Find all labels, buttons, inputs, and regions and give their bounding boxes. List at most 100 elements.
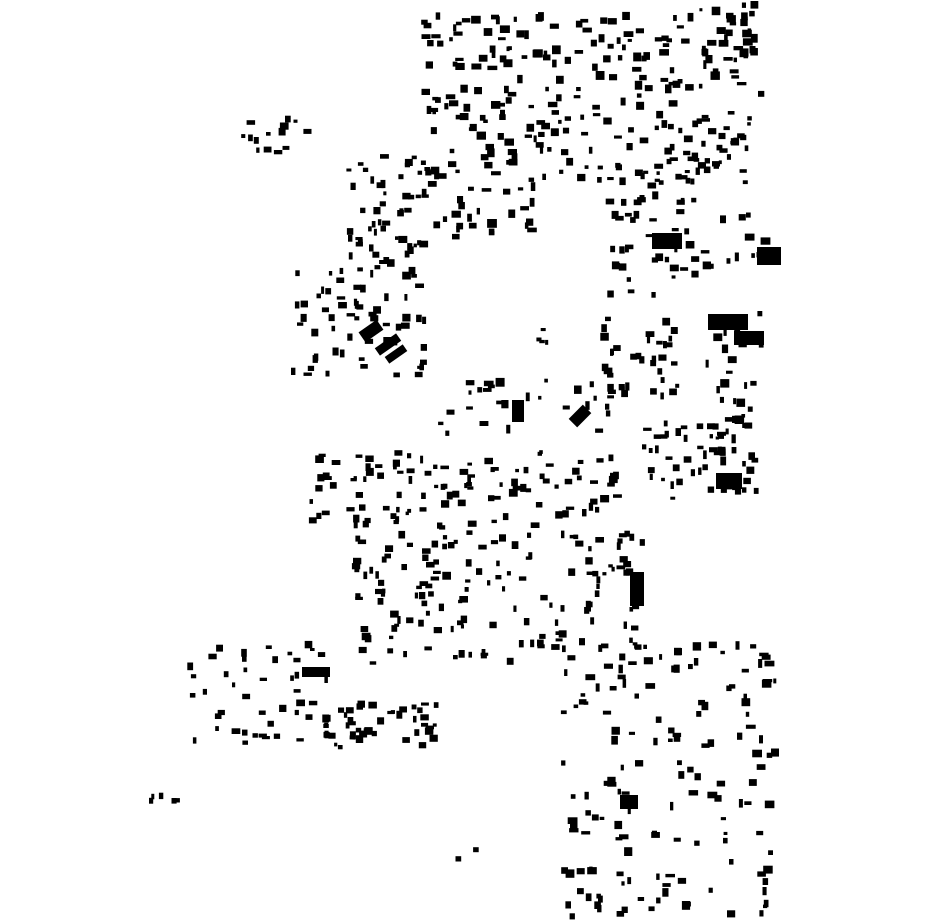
- building: [324, 730, 329, 739]
- building: [741, 12, 748, 21]
- building: [507, 149, 517, 156]
- building: [349, 731, 356, 739]
- building: [272, 656, 278, 664]
- building: [655, 253, 664, 262]
- building: [717, 446, 722, 452]
- building: [634, 169, 643, 176]
- building: [385, 545, 394, 552]
- building: [678, 771, 685, 779]
- building: [719, 148, 728, 153]
- building: [387, 648, 394, 654]
- building: [496, 400, 506, 405]
- building: [523, 618, 530, 626]
- building: [369, 566, 374, 574]
- building: [405, 511, 409, 516]
- building: [709, 263, 714, 269]
- building: [697, 445, 704, 450]
- building: [402, 192, 411, 200]
- building: [293, 119, 298, 123]
- building: [355, 596, 363, 600]
- building: [727, 910, 736, 918]
- building: [369, 661, 377, 665]
- building: [487, 219, 497, 228]
- building: [633, 199, 642, 206]
- building: [190, 674, 197, 679]
- building: [623, 31, 634, 37]
- building: [577, 459, 584, 464]
- building: [399, 706, 407, 713]
- building: [429, 734, 438, 742]
- building: [545, 339, 549, 345]
- building: [682, 901, 691, 907]
- building: [302, 667, 330, 677]
- building: [384, 553, 391, 559]
- building: [458, 202, 465, 210]
- building: [647, 182, 657, 189]
- building: [660, 434, 668, 439]
- building: [575, 20, 583, 28]
- building: [735, 641, 740, 650]
- building: [258, 710, 266, 715]
- building: [395, 236, 399, 240]
- building: [537, 639, 544, 647]
- building: [750, 1, 759, 9]
- building: [449, 37, 453, 42]
- building: [539, 473, 545, 480]
- building: [734, 252, 739, 262]
- building: [655, 445, 659, 454]
- building: [744, 422, 753, 429]
- building: [467, 486, 474, 490]
- building: [616, 871, 624, 877]
- building: [596, 583, 600, 589]
- building: [241, 134, 246, 138]
- building: [442, 571, 451, 580]
- building: [720, 650, 725, 655]
- building: [357, 539, 367, 545]
- building: [476, 568, 483, 575]
- building: [589, 381, 594, 388]
- building: [635, 28, 644, 34]
- building: [216, 644, 223, 652]
- building: [696, 423, 704, 430]
- building: [419, 507, 427, 512]
- building: [394, 450, 403, 456]
- building: [373, 306, 381, 314]
- building: [595, 537, 604, 543]
- building: [712, 161, 720, 167]
- building: [615, 837, 623, 841]
- building: [680, 267, 689, 271]
- building: [329, 482, 337, 489]
- building: [697, 162, 706, 169]
- building: [593, 395, 597, 401]
- building: [404, 250, 410, 258]
- building: [525, 556, 532, 560]
- building: [516, 30, 525, 38]
- building: [696, 711, 702, 717]
- building: [397, 470, 404, 474]
- building: [476, 207, 480, 215]
- building: [279, 122, 289, 130]
- building: [498, 37, 506, 41]
- building: [741, 698, 751, 707]
- building: [417, 365, 424, 369]
- building: [690, 178, 695, 185]
- building: [707, 423, 715, 430]
- building: [403, 651, 407, 658]
- building: [149, 797, 154, 804]
- building: [582, 27, 592, 33]
- building: [252, 733, 258, 738]
- building: [760, 237, 771, 245]
- building: [390, 513, 397, 519]
- building: [539, 339, 545, 344]
- building: [425, 168, 431, 176]
- building: [749, 46, 756, 54]
- building: [669, 264, 679, 272]
- building: [569, 913, 575, 920]
- building: [396, 710, 403, 719]
- building: [665, 456, 673, 460]
- building: [609, 686, 617, 691]
- building: [670, 327, 678, 334]
- building: [549, 23, 559, 29]
- building: [703, 450, 707, 460]
- building: [757, 247, 781, 265]
